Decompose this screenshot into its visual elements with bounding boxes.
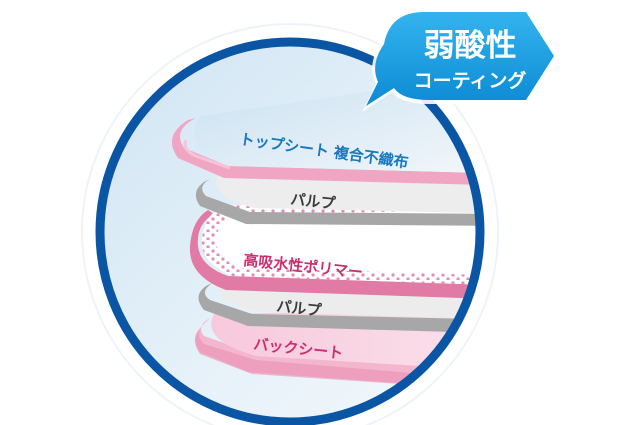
circle-interior (100, 42, 480, 422)
blue-ring (95, 37, 485, 425)
upper-pulp-label: パルプ (290, 190, 338, 213)
lower-pulp-label: パルプ (276, 297, 324, 320)
badge-subtitle: コーティング (414, 69, 527, 92)
badge-title: 弱酸性 (424, 28, 517, 64)
weak-acid-badge: 弱酸性 コーティング (362, 8, 558, 112)
